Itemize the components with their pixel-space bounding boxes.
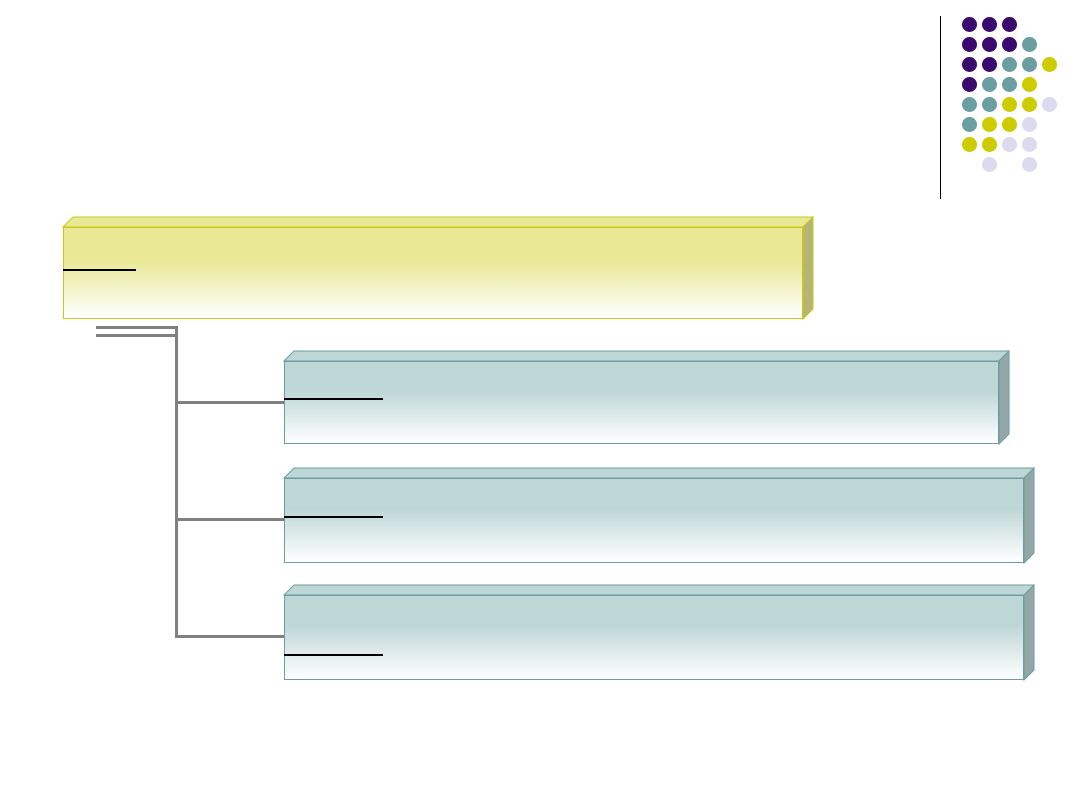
child-node-1: [282, 349, 1011, 446]
decorative-dot: [1002, 77, 1017, 92]
box-top-bevel: [282, 584, 1036, 596]
decorative-divider: [940, 16, 941, 199]
decorative-dot: [982, 157, 997, 172]
decorative-dot: [1022, 57, 1037, 72]
decorative-dot: [982, 117, 997, 132]
decorative-dot: [1022, 137, 1037, 152]
box-bevel: [282, 583, 1036, 682]
decorative-dot: [1022, 97, 1037, 112]
decorative-dot: [1022, 117, 1037, 132]
connector-trunk: [175, 326, 178, 638]
decorative-dot: [962, 117, 977, 132]
root-node-label-underline: [63, 269, 136, 271]
box-top-bevel: [282, 467, 1036, 479]
box-top-bevel: [61, 216, 815, 228]
root-node-face: [63, 227, 803, 319]
connector-stub-top: [96, 326, 178, 329]
decorative-dot: [1022, 77, 1037, 92]
child-node-3-face: [284, 595, 1024, 680]
decorative-dot: [962, 137, 977, 152]
decorative-dot: [1002, 17, 1017, 32]
connector-branch-2: [175, 518, 285, 521]
child-node-3: [282, 583, 1036, 682]
connector-stub-bottom: [96, 334, 178, 337]
decorative-dot: [982, 57, 997, 72]
child-node-2: [282, 466, 1036, 565]
child-node-1-face: [284, 361, 999, 444]
root-node: [61, 215, 815, 321]
box-side-bevel: [1023, 466, 1035, 565]
connector-branch-1: [175, 401, 285, 404]
decorative-dot: [1002, 97, 1017, 112]
decorative-dot: [962, 97, 977, 112]
decorative-dot: [982, 137, 997, 152]
child-node-2-face: [284, 478, 1024, 563]
decorative-dot: [962, 77, 977, 92]
decorative-dot-grid: [960, 16, 1060, 176]
box-side-bevel: [998, 349, 1010, 446]
decorative-dot: [962, 57, 977, 72]
decorative-dot: [1022, 37, 1037, 52]
decorative-dot: [1042, 97, 1057, 112]
child-node-1-label-underline: [284, 398, 383, 400]
decorative-dot: [982, 17, 997, 32]
decorative-dot: [1002, 117, 1017, 132]
child-node-2-label-underline: [284, 516, 383, 518]
connector-branch-3: [175, 635, 285, 638]
decorative-dot: [982, 37, 997, 52]
decorative-dot: [1002, 37, 1017, 52]
decorative-dot: [1042, 57, 1057, 72]
child-node-3-label-underline: [284, 654, 383, 656]
decorative-dot: [962, 17, 977, 32]
box-side-bevel: [802, 215, 814, 321]
decorative-dot: [1022, 157, 1037, 172]
decorative-dot: [1002, 137, 1017, 152]
box-side-bevel: [1023, 583, 1035, 682]
box-top-bevel: [282, 350, 1011, 362]
box-bevel: [282, 466, 1036, 565]
decorative-dot: [982, 77, 997, 92]
decorative-dot: [982, 97, 997, 112]
decorative-dot: [1002, 57, 1017, 72]
decorative-dot: [962, 37, 977, 52]
